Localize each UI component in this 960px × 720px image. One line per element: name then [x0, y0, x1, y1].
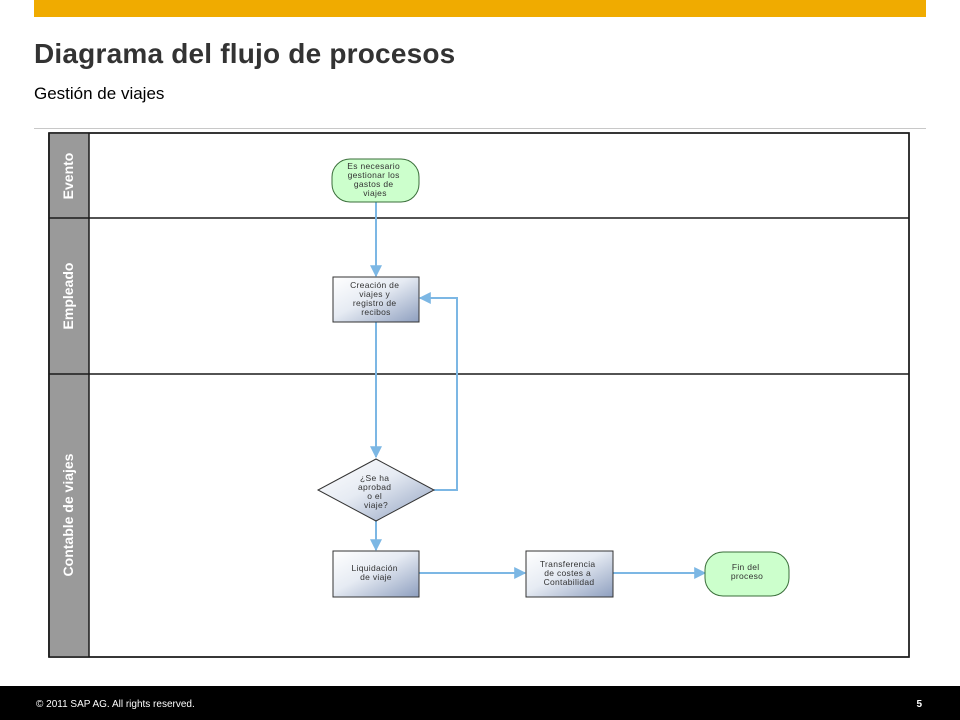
- lane-header-column: [49, 133, 89, 657]
- end-event-label: Fin del proceso: [731, 562, 763, 581]
- lane-label-empleado: Empleado: [60, 263, 76, 330]
- lane-label-evento: Evento: [60, 153, 76, 200]
- task-transfer-costs-label: Transferencia de costes a Contabilidad: [540, 559, 598, 587]
- swimlanes: Evento Empleado Contable de viajes: [48, 132, 910, 658]
- footer-copyright: © 2011 SAP AG. All rights reserved.: [36, 699, 195, 710]
- start-event: Es necesario gestionar los gastos de via…: [331, 158, 420, 203]
- decision-trip-approved: ¿Se ha aprobad o el viaje?: [316, 458, 436, 522]
- page-number: 5: [916, 699, 922, 710]
- task-settle-trip: Liquidación de viaje: [332, 550, 420, 598]
- start-event-label: Es necesario gestionar los gastos de via…: [347, 161, 402, 198]
- decision-trip-approved-label: ¿Se ha aprobad o el viaje?: [358, 473, 394, 510]
- task-create-trip: Creación de viajes y registro de recibos: [332, 276, 420, 323]
- connectors: [370, 202, 707, 579]
- lane-label-contable-de-viajes: Contable de viajes: [60, 453, 76, 576]
- footer-bar: [0, 686, 960, 720]
- accent-bar: [34, 0, 926, 17]
- header-divider: [34, 128, 926, 129]
- task-transfer-costs: Transferencia de costes a Contabilidad: [525, 550, 614, 598]
- page-subtitle: Gestión de viajes: [34, 84, 165, 103]
- page-title: Diagrama del flujo de procesos: [34, 38, 456, 69]
- connector-decision-loop-back: [418, 292, 458, 491]
- end-event: Fin del proceso: [704, 551, 790, 597]
- task-create-trip-label: Creación de viajes y registro de recibos: [350, 280, 402, 317]
- task-settle-trip-label: Liquidación de viaje: [352, 563, 401, 582]
